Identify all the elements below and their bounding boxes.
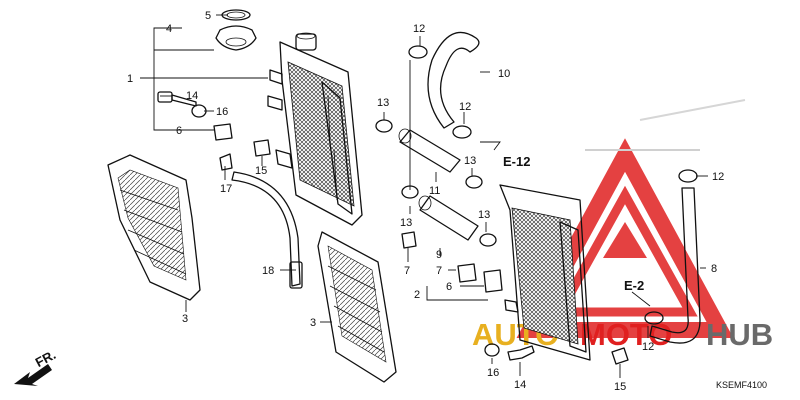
clamp-12b-part bbox=[452, 125, 472, 139]
upper-hose-part bbox=[427, 31, 480, 129]
watermark-word-moto: MOTO bbox=[580, 317, 672, 352]
callout-4: 4 bbox=[166, 23, 172, 35]
callout-9: 9 bbox=[436, 249, 442, 261]
callout-7-mid: 7 bbox=[436, 265, 442, 277]
watermark-word-hub: HUB bbox=[706, 317, 773, 352]
diagram-code: KSEMF4100 bbox=[716, 380, 767, 390]
callout-13-b: 13 bbox=[464, 155, 476, 167]
front-label: FR. bbox=[33, 347, 59, 370]
washer-16b-part bbox=[484, 343, 500, 357]
radiator-cap-part bbox=[215, 25, 257, 51]
clamp-13d-part bbox=[479, 233, 497, 247]
callout-2: 2 bbox=[414, 289, 420, 301]
clip-15b-part bbox=[611, 347, 629, 365]
clamp-13a-part bbox=[375, 119, 393, 133]
clamp-12c-part bbox=[678, 169, 698, 183]
callout-10: 10 bbox=[498, 68, 510, 80]
callout-5: 5 bbox=[205, 10, 211, 22]
callout-1: 1 bbox=[127, 73, 133, 85]
callout-labels: 5 4 1 14 16 6 17 15 3 3 18 7 12 10 12 13… bbox=[127, 10, 724, 393]
callout-12-right: 12 bbox=[712, 171, 724, 183]
clamp-13c-part bbox=[465, 175, 483, 189]
leader-lines bbox=[140, 14, 708, 378]
ref-e2: E-2 bbox=[624, 278, 644, 293]
callout-15-left: 15 bbox=[255, 165, 267, 177]
callout-3-center: 3 bbox=[310, 317, 316, 329]
callout-14-right: 14 bbox=[514, 379, 526, 391]
ref-e12: E-12 bbox=[503, 154, 530, 169]
callout-11: 11 bbox=[429, 185, 440, 197]
watermark-logo bbox=[516, 99, 746, 338]
clip-15-part bbox=[253, 139, 271, 157]
hardware-parts bbox=[157, 45, 698, 365]
right-radiator-part bbox=[499, 184, 591, 361]
grommet-6-part bbox=[213, 123, 233, 141]
watermark-wordmark: AUTO MOTO HUB bbox=[472, 317, 773, 352]
clamp-12a-part bbox=[408, 45, 428, 59]
center-shroud-guard-part bbox=[317, 231, 397, 383]
bolt-14b-part bbox=[507, 345, 535, 361]
connecting-hose-11-part bbox=[398, 128, 461, 173]
left-shroud-guard-part bbox=[107, 154, 201, 301]
callout-13-a: 13 bbox=[377, 97, 389, 109]
callout-12-bottom: 12 bbox=[642, 341, 654, 353]
callout-16-left: 16 bbox=[216, 106, 228, 118]
callout-14-left: 14 bbox=[186, 90, 198, 102]
clip-17-part bbox=[219, 153, 233, 171]
clamp-12d-part bbox=[644, 311, 664, 325]
left-radiator-part bbox=[267, 32, 363, 226]
front-arrow-icon bbox=[14, 364, 52, 386]
callout-17: 17 bbox=[220, 183, 232, 195]
grommet-6b-part bbox=[483, 269, 503, 293]
callout-8: 8 bbox=[711, 263, 717, 275]
right-hose-8-part bbox=[649, 187, 701, 344]
callout-3-left: 3 bbox=[182, 313, 188, 325]
callout-16-right: 16 bbox=[487, 367, 499, 379]
callout-7-top: 7 bbox=[404, 265, 410, 277]
callout-15-right: 15 bbox=[614, 381, 626, 393]
washer-16-part bbox=[191, 104, 207, 118]
callout-12-top: 12 bbox=[413, 23, 425, 35]
bolt-14-head-part bbox=[157, 91, 173, 103]
connecting-hose-9-part bbox=[418, 195, 479, 241]
callout-18: 18 bbox=[262, 265, 274, 277]
callout-6-right: 6 bbox=[446, 281, 452, 293]
callout-6-left: 6 bbox=[176, 125, 182, 137]
callout-12-middle: 12 bbox=[459, 101, 471, 113]
overflow-hose-18-part bbox=[231, 171, 303, 289]
callout-13-c: 13 bbox=[400, 217, 412, 229]
collar-7a-part bbox=[401, 231, 417, 249]
front-direction-indicator: FR. bbox=[14, 347, 58, 386]
collar-7b-part bbox=[457, 263, 477, 283]
callout-13-d: 13 bbox=[478, 209, 490, 221]
